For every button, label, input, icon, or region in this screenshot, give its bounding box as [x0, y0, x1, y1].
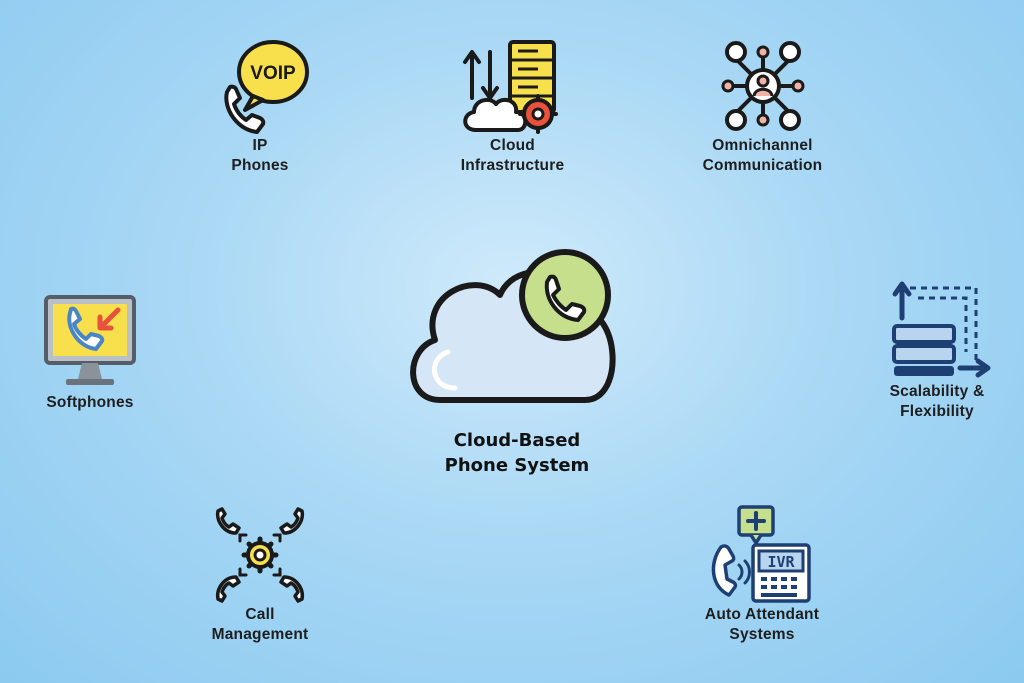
softphones-label: Softphones	[20, 393, 160, 413]
call-management-label: Call Management	[185, 605, 335, 645]
ip-phones-label-line2: Phones	[231, 157, 289, 174]
auto-attendant-label-line1: Auto Attendant	[704, 606, 820, 623]
phones-gear-icon	[215, 507, 305, 603]
central-title-line1: Cloud-Based	[453, 430, 581, 451]
omnichannel-label: Omnichannel Communication	[680, 136, 845, 176]
auto-attendant-label-line2: Systems	[729, 626, 795, 643]
ip-phones-label-line1: IP	[252, 137, 268, 154]
cloud-phone-icon	[410, 249, 616, 403]
scale-arrows-icon	[892, 281, 991, 378]
ivr-phone-icon: IVR	[711, 505, 811, 603]
node-cloud-infrastructure: Cloud Infrastructure	[430, 38, 595, 176]
cloud-infrastructure-label: Cloud Infrastructure	[430, 136, 595, 176]
monitor-phone-icon	[44, 295, 136, 385]
cloud-infrastructure-label-line2: Infrastructure	[460, 157, 565, 174]
node-softphones: Softphones	[20, 293, 160, 413]
node-omnichannel: Omnichannel Communication	[680, 38, 845, 176]
network-user-icon	[721, 41, 804, 131]
omnichannel-label-line2: Communication	[702, 157, 823, 174]
call-management-label-line2: Management	[211, 626, 309, 643]
call-management-label-line1: Call	[245, 606, 275, 623]
server-cloud-gear-icon	[462, 40, 558, 134]
omnichannel-label-line1: Omnichannel	[712, 137, 813, 154]
central-title-line2: Phone System	[444, 455, 590, 476]
scalability-label-line2: Flexibility	[900, 403, 974, 420]
node-ip-phones: VOIP IP Phones	[180, 38, 340, 176]
central-title: Cloud-Based Phone System	[412, 428, 622, 478]
node-call-management: Call Management	[185, 505, 335, 645]
cloud-infrastructure-label-line1: Cloud	[490, 137, 535, 154]
ivr-badge-text: IVR	[767, 553, 795, 571]
node-auto-attendant: IVR Auto Attendant Systems	[682, 503, 842, 645]
voip-badge-text: VOIP	[250, 63, 296, 84]
scalability-label-line1: Scalability &	[889, 383, 985, 400]
ip-phones-label: IP Phones	[180, 136, 340, 176]
scalability-label: Scalability & Flexibility	[872, 382, 1002, 422]
node-scalability: Scalability & Flexibility	[872, 278, 1002, 422]
voip-phone-icon: VOIP	[224, 40, 309, 134]
softphones-label-line1: Softphones	[46, 394, 134, 411]
auto-attendant-label: Auto Attendant Systems	[682, 605, 842, 645]
central-hub	[400, 240, 630, 420]
